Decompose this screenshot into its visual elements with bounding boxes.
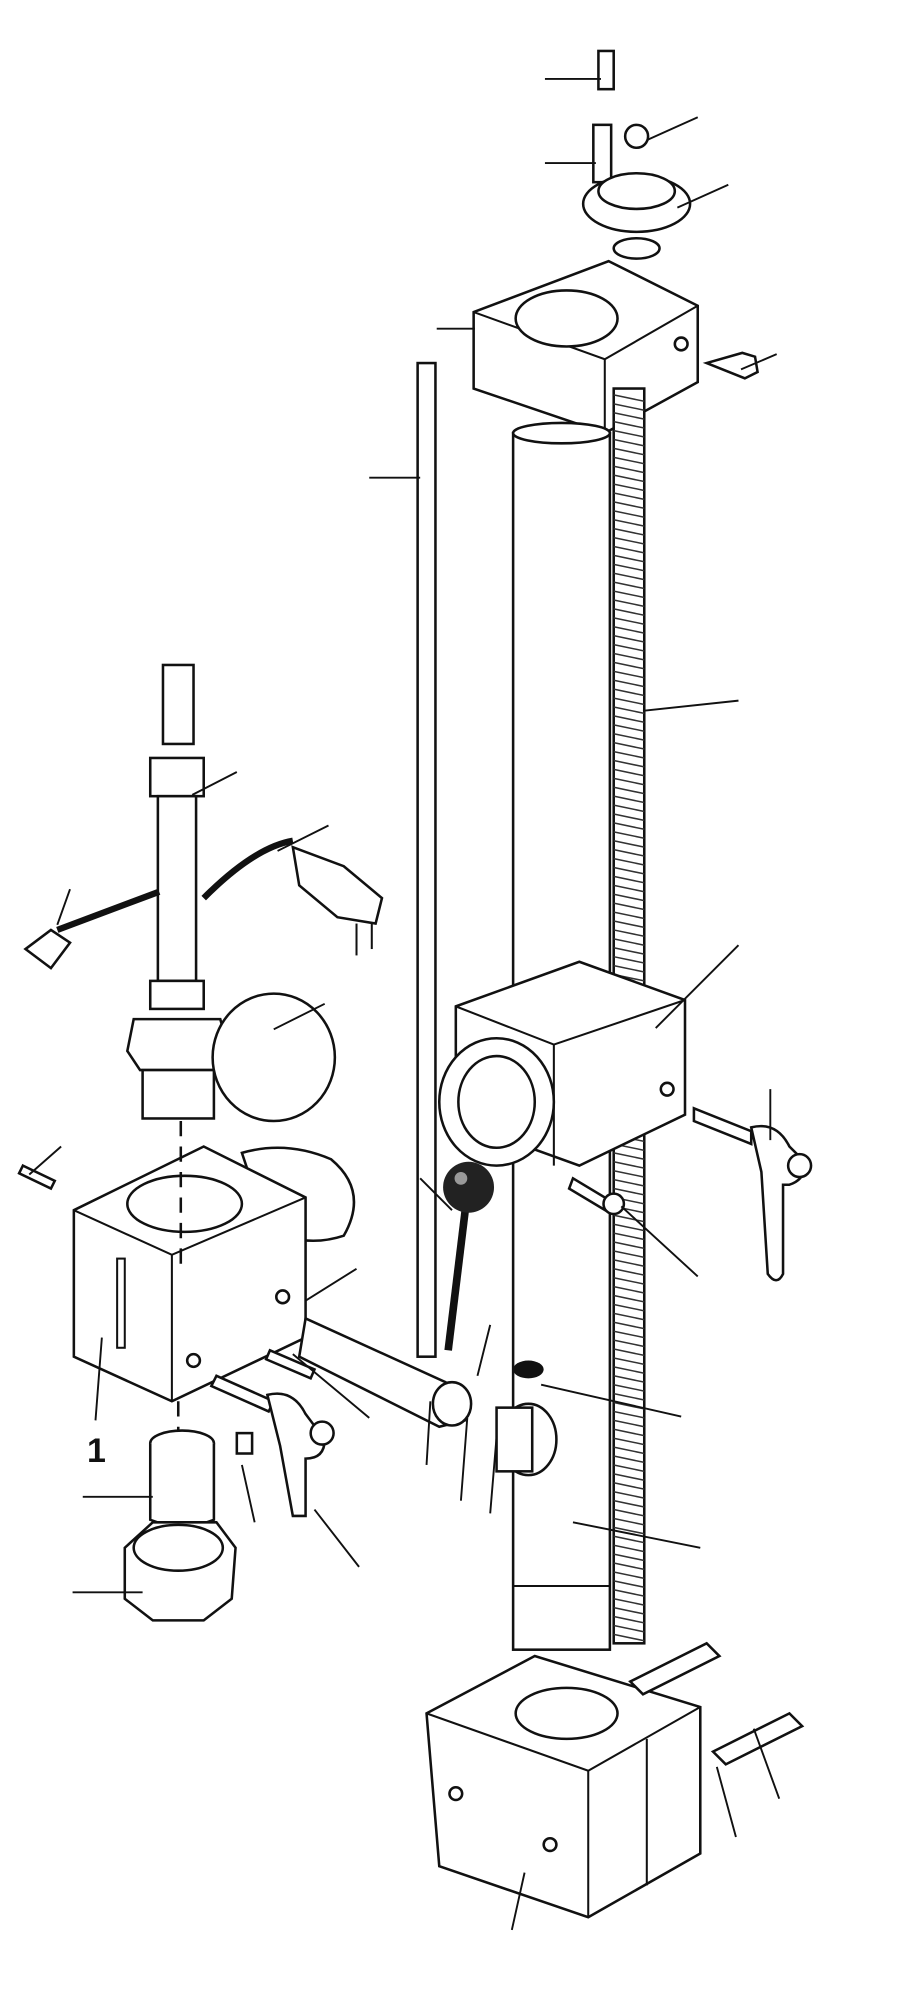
carriage-block bbox=[437, 960, 687, 1167]
clamp-lever-left bbox=[17, 1163, 335, 1518]
leader-lines bbox=[28, 78, 781, 1931]
head-block bbox=[72, 1145, 307, 1403]
clamp-lever-right bbox=[567, 1106, 813, 1282]
spindle bbox=[125, 663, 231, 1120]
power-cable bbox=[23, 837, 384, 970]
feed-handle bbox=[443, 1161, 495, 1351]
collet-and-nut bbox=[123, 1429, 237, 1622]
base-block bbox=[425, 1641, 805, 1919]
guide-rod bbox=[416, 361, 437, 1358]
pinion-shaft bbox=[297, 1316, 558, 1477]
part-label-1: 1 bbox=[87, 1432, 106, 1470]
top-knob-assembly bbox=[581, 49, 692, 260]
